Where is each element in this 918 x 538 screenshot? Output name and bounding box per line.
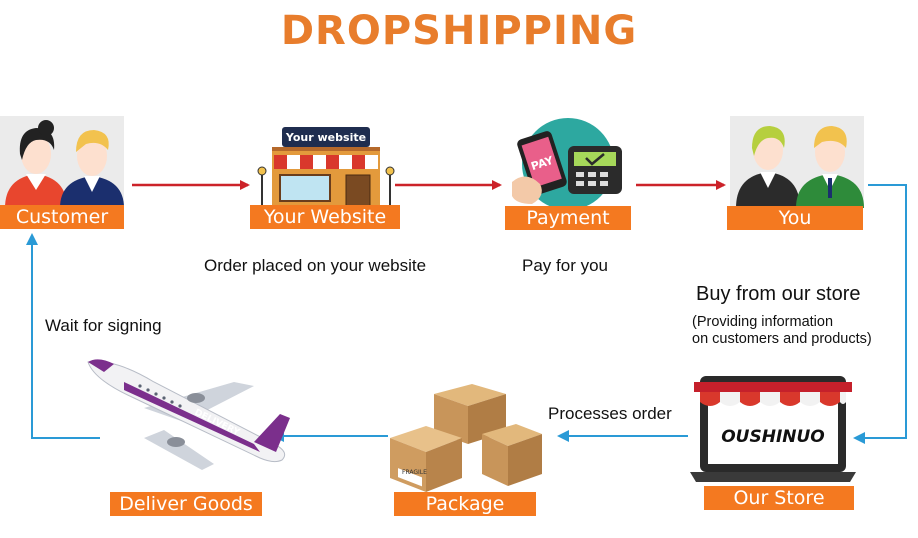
caption-order-placed: Order placed on your website [204, 256, 427, 275]
node-payment: Payment [505, 206, 631, 230]
store-laptop-icon: OUSHINUO [690, 376, 856, 482]
caption-providing-line2: on customers and products) [692, 331, 872, 347]
airplane-icon: DELIVERY [87, 359, 290, 470]
customer-people-icon [0, 116, 124, 208]
node-your-website: Your Website [250, 205, 400, 229]
page-title: DROPSHIPPING [280, 8, 638, 54]
arrow-deliver-to-customer [26, 233, 100, 439]
box-fragile-text: FRAGILE [402, 469, 427, 476]
caption-pay-for-you: Pay for you [522, 256, 608, 275]
arrow-you-to-store [853, 184, 907, 444]
you-people-icon [730, 116, 864, 208]
caption-buy-from-store: Buy from our store [696, 283, 861, 305]
package-boxes-icon: FRAGILE [390, 384, 542, 492]
website-sign-text: Your website [285, 131, 366, 144]
store-brand-text: OUSHINUO [721, 427, 825, 447]
caption-providing-line1: (Providing information [692, 314, 834, 330]
node-you: You [727, 206, 863, 230]
node-customer: Customer [0, 205, 124, 229]
node-our-store: Our Store [704, 486, 854, 510]
payment-terminal-icon: PAY [512, 118, 622, 208]
caption-processes-order: Processes order [548, 404, 672, 423]
node-deliver-goods: Deliver Goods [110, 492, 262, 516]
caption-wait-for-signing: Wait for signing [45, 316, 162, 335]
node-package: Package [394, 492, 536, 516]
storefront-icon: Your website [257, 127, 395, 207]
